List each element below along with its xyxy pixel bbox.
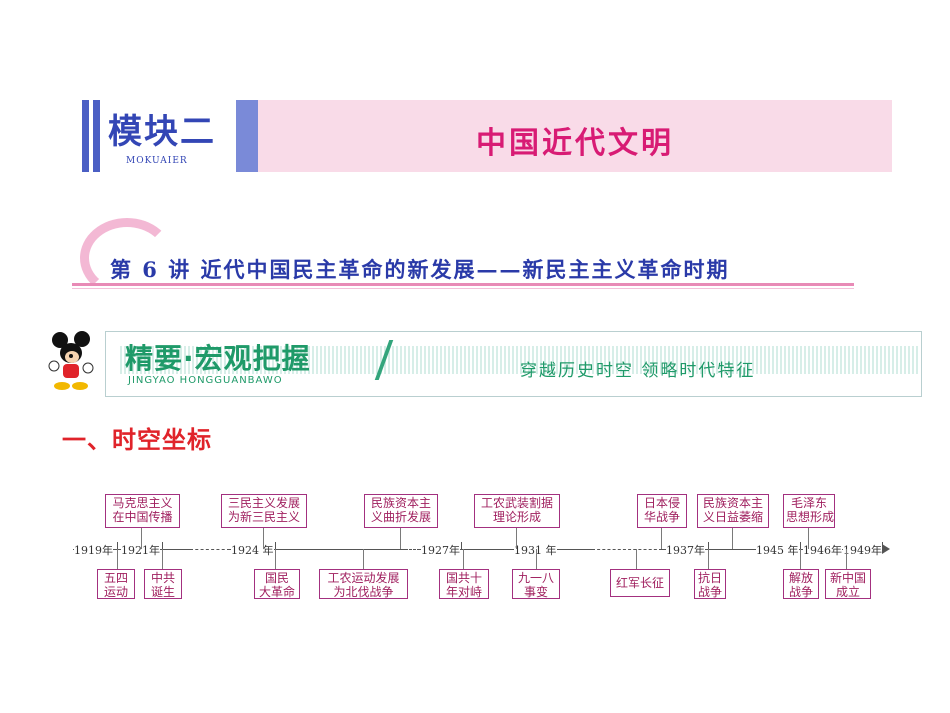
module-title: 模块二 [108,112,216,152]
year-tick [162,542,163,549]
year-tick [882,542,883,549]
module-subtitle: MOKUAIER [126,156,188,166]
timeline-axis [190,549,230,550]
year-label: 1945 年 [756,542,799,558]
event-box-top: 日本侵 华战争 [637,494,687,528]
connector [363,549,364,569]
event-box-bottom: 抗日 战争 [694,569,726,599]
connector [846,549,847,569]
year-label: 1919年 [74,542,113,558]
divider [72,288,854,289]
event-box-bottom: 工农运动发展 为北伐战争 [319,569,408,599]
timeline-arrow [882,544,890,554]
year-tick [708,542,709,549]
year-label: 1921年 [121,542,160,558]
connector [516,528,517,549]
connector [661,528,662,549]
event-box-bottom: 九一八 事变 [512,569,560,599]
connector [463,549,464,569]
event-box-top: 马克思主义 在中国传播 [105,494,180,528]
event-box-top: 毛泽东 思想形成 [783,494,835,528]
event-box-bottom: 中共 诞生 [144,569,182,599]
banner-title: 中国近代文明 [476,126,674,161]
section-title: 精要·宏观把握 [125,342,311,375]
event-box-bottom: 国共十 年对峙 [439,569,489,599]
timeline-axis [420,549,592,550]
module-box [104,100,234,172]
year-label: 1946年 [803,542,842,558]
timeline-axis [592,549,662,550]
connector [263,528,264,549]
event-box-top: 民族资本主 义曲折发展 [364,494,438,528]
decor-arc [80,218,174,298]
connector [636,549,637,569]
event-box-bottom: 五四 运动 [97,569,135,599]
event-box-bottom: 解放 战争 [783,569,819,599]
year-label: 1927年 [421,542,460,558]
year-label: 1924 年 [231,542,274,558]
lecture-title: 第 6 讲 近代中国民主革命的新发展——新民主主义革命时期 [110,257,730,282]
connector [732,528,733,549]
year-tick [461,542,462,549]
connector [808,528,809,549]
section-stripe [120,346,920,374]
event-box-top: 工农武装割据 理论形成 [474,494,560,528]
module-banner [258,100,892,172]
year-tick [800,542,801,549]
event-box-bottom: 国民 大革命 [254,569,300,599]
connector [800,549,801,569]
connector [162,549,163,569]
decor-bar [236,100,258,172]
connector [708,549,709,569]
year-label: 1937年 [666,542,705,558]
mascot-icon [48,331,94,390]
decor-bar [82,100,89,172]
year-label: 1931 年 [514,542,557,558]
year-label: 1949年 [843,542,882,558]
event-box-top: 民族资本主 义日益萎缩 [697,494,769,528]
year-tick [117,542,118,549]
connector [117,549,118,569]
section-subtitle: JINGYAO HONGGUANBAWO [128,375,283,386]
divider [72,283,854,286]
event-box-bottom: 红军长征 [610,569,670,597]
heading: 一、时空坐标 [62,426,212,454]
section-slogan: 穿越历史时空 领略时代特征 [520,361,756,381]
connector [400,528,401,549]
connector [141,528,142,549]
timeline-axis [230,549,405,550]
event-box-top: 三民主义发展 为新三民主义 [221,494,307,528]
decor-bar [93,100,100,172]
event-box-bottom: 新中国 成立 [825,569,871,599]
connector [275,549,276,569]
timeline-axis [405,549,420,550]
connector [536,549,537,569]
year-tick [275,542,276,549]
